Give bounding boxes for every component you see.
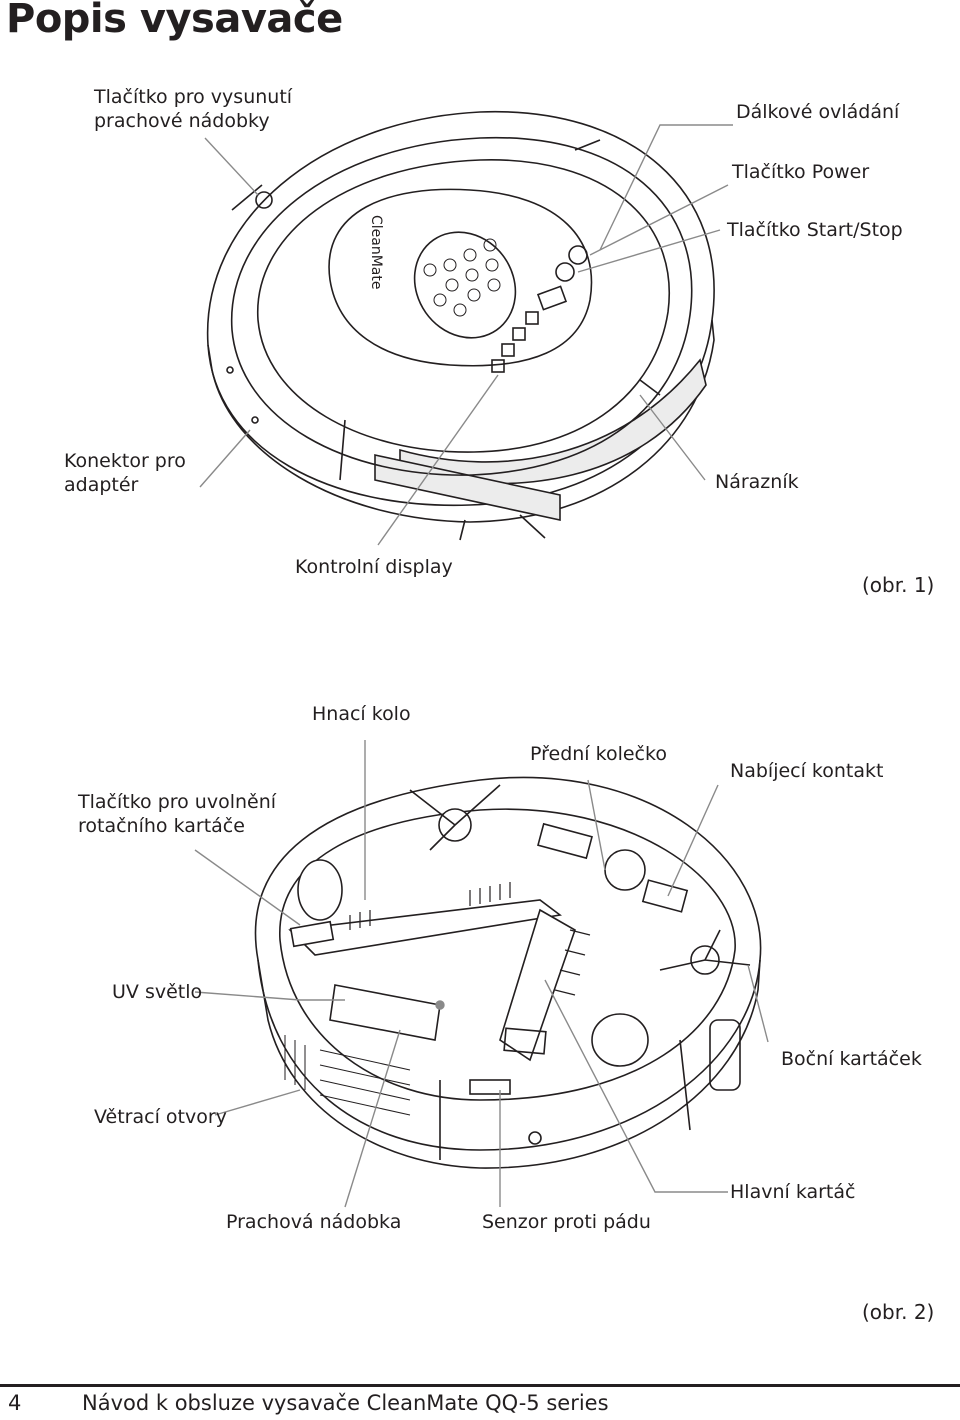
label-main-brush: Hlavní kartáč bbox=[730, 1181, 856, 1203]
logo-text: CleanMate bbox=[368, 215, 384, 290]
label-adapter-connector: Konektor pro adaptér bbox=[64, 450, 186, 496]
label-display: Kontrolní display bbox=[295, 556, 453, 578]
figure-2-caption: (obr. 2) bbox=[862, 1300, 935, 1324]
label-drive-wheel: Hnací kolo bbox=[312, 703, 411, 725]
label-cliff-sensor: Senzor proti pádu bbox=[482, 1211, 651, 1233]
label-uv-light: UV světlo bbox=[112, 981, 203, 1003]
footer-text: Návod k obsluze vysavače CleanMate QQ-5 … bbox=[82, 1391, 609, 1415]
label-vents: Větrací otvory bbox=[94, 1106, 227, 1128]
footer-divider bbox=[0, 1384, 960, 1387]
label-bumper: Nárazník bbox=[715, 471, 799, 493]
page-title: Popis vysavače bbox=[6, 0, 343, 42]
figure-1-caption: (obr. 1) bbox=[862, 573, 935, 597]
page-number: 4 bbox=[8, 1391, 22, 1415]
label-power-button: Tlačítko Power bbox=[732, 161, 870, 183]
label-front-wheel: Přední kolečko bbox=[530, 743, 667, 765]
robot-top-view-figure: CleanMate bbox=[199, 110, 733, 546]
robot-bottom-view-figure bbox=[194, 740, 769, 1208]
label-dust-bin-button: Tlačítko pro vysunutí prachové nádobky bbox=[94, 86, 293, 132]
label-brush-release-button: Tlačítko pro uvolnění rotačního kartáče bbox=[78, 791, 277, 837]
label-start-stop-button: Tlačítko Start/Stop bbox=[727, 219, 903, 241]
label-remote: Dálkové ovládání bbox=[736, 101, 900, 123]
label-dust-bin: Prachová nádobka bbox=[226, 1211, 402, 1233]
label-charge-contact: Nabíjecí kontakt bbox=[730, 760, 884, 782]
label-side-brush: Boční kartáček bbox=[781, 1048, 922, 1070]
